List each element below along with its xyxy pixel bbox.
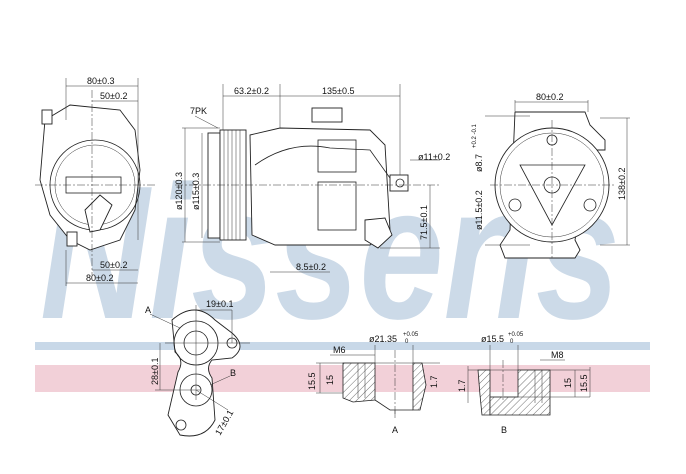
section-a-title: A bbox=[392, 425, 398, 435]
section-b-thread-depth: 15 bbox=[563, 378, 573, 388]
rear-width-dim: 80±0.2 bbox=[536, 92, 563, 102]
side-view: 80±0.3 50±0.2 50±0.2 80±0.2 bbox=[35, 76, 155, 286]
side-bottom-offset: 50±0.2 bbox=[100, 260, 127, 270]
pulley-outer-dia: ø120±0.3 bbox=[174, 172, 184, 210]
section-b-bore-dia: ø15.5 bbox=[481, 334, 504, 344]
section-b-bore-tol-upper: +0.05 bbox=[508, 332, 524, 338]
section-a: ø21.35 +0.05 0 M6 15.5 15 1.7 A bbox=[307, 332, 440, 435]
section-b: ø15.5 +0.05 0 M8 1.7 15 15.5 B bbox=[457, 332, 591, 435]
section-a-step: 1.7 bbox=[429, 375, 439, 388]
bottom-offset-dim: 8.5±0.2 bbox=[296, 262, 326, 272]
section-a-thread-depth: 15 bbox=[325, 375, 335, 385]
length-dim: 135±0.5 bbox=[322, 86, 354, 96]
side-top-offset: 50±0.2 bbox=[100, 91, 127, 101]
section-a-bore-dia: ø21.35 bbox=[369, 334, 397, 344]
section-b-total-height: 15.5 bbox=[579, 374, 589, 392]
section-a-bore-tol-lower: 0 bbox=[405, 339, 409, 345]
side-top-width: 80±0.3 bbox=[87, 76, 114, 86]
port-spacing-dim: 28±0.1 bbox=[150, 358, 160, 385]
lower-hole-dia: ø11.5±0.2 bbox=[474, 190, 484, 230]
pink-stripe bbox=[35, 365, 650, 392]
section-b-bore-tol-lower: 0 bbox=[510, 339, 514, 345]
lower-bolt-spacing-dim: 17±0.1 bbox=[213, 408, 235, 437]
section-b-title: B bbox=[501, 425, 507, 435]
section-a-bore-tol-upper: +0.05 bbox=[403, 332, 419, 338]
flange-label-b: B bbox=[230, 368, 236, 378]
pulley-inner-dia: ø115±0.3 bbox=[191, 173, 201, 210]
section-b-step: 1.7 bbox=[457, 379, 467, 392]
upper-hole-tol: +0.2 -0.1 bbox=[472, 123, 478, 148]
mount-hole-dia: ø11±0.2 bbox=[418, 152, 450, 162]
upper-hole-dia: ø8.7 bbox=[474, 154, 484, 172]
belt-type: 7PK bbox=[190, 106, 207, 116]
section-a-thread: M6 bbox=[333, 345, 346, 355]
pulley-offset-dim: 63.2±0.2 bbox=[234, 86, 269, 96]
side-bottom-width: 80±0.2 bbox=[86, 273, 113, 283]
bolt-spacing-dim: 19±0.1 bbox=[206, 299, 233, 309]
mount-height-dim: 71.5±0.1 bbox=[419, 205, 429, 240]
section-a-total-height: 15.5 bbox=[307, 372, 317, 390]
blue-stripe bbox=[35, 342, 650, 350]
flange-label-a: A bbox=[145, 305, 151, 315]
front-view: 63.2±0.2 135±0.5 7PK ø120±0.3 ø115±0.3 ø… bbox=[174, 84, 450, 273]
rear-height-dim: 138±0.2 bbox=[617, 168, 627, 200]
section-b-thread: M8 bbox=[551, 350, 564, 360]
rear-view: 80±0.2 ø8.7 +0.2 -0.1 ø11.5±0.2 138±0.2 bbox=[472, 92, 630, 260]
